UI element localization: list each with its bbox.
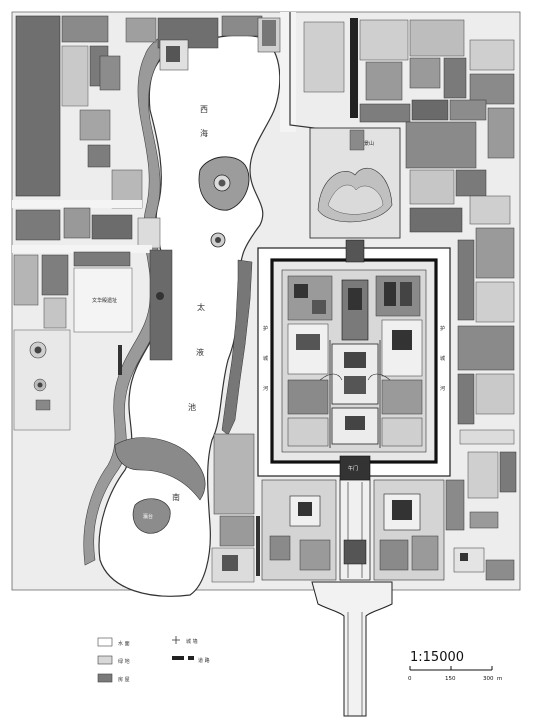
legend-label-building: 房 屋 (118, 676, 130, 683)
moat-label-west-3: 河 (263, 385, 268, 392)
moat-label-west: 护 (263, 325, 268, 332)
scale-ratio: 1:15000 (410, 650, 464, 665)
moat-label-east-3: 河 (440, 385, 445, 392)
lake-southwest-shore (114, 437, 206, 501)
legend-label-green: 绿 地 (118, 658, 130, 665)
scale-tick-300: 300 (483, 676, 494, 682)
lake-label-mid-3: 池 (188, 402, 196, 412)
wumen-label: 午门 (348, 465, 358, 472)
block-label-west: 文华殿遗址 (92, 297, 117, 304)
scale-tick-0: 0 (408, 676, 412, 682)
lake-label-south: 南 (172, 492, 180, 502)
lake-label-north-2: 海 (200, 128, 208, 138)
scale-tick-150: 150 (445, 676, 456, 682)
island-label-south: 瀛台 (143, 513, 153, 520)
building-west-long (15, 15, 61, 197)
legend-label-water: 水 面 (118, 640, 130, 647)
moat-label-east-2: 城 (440, 355, 445, 362)
lake-label-mid-1: 太 (197, 302, 205, 312)
south-axis-avenue (311, 581, 393, 717)
legend: 水 面 绿 地 房 屋 城 墙 道 路 (97, 636, 210, 683)
legend-label-wall: 城 墙 (186, 638, 198, 645)
lake-label-north-1: 西 (200, 105, 208, 114)
moat-label-west-2: 城 (263, 355, 268, 362)
lake-label-mid-2: 液 (196, 347, 204, 357)
scale-unit: m (497, 676, 502, 682)
lake-island-south (132, 498, 171, 534)
scale-bar: 1:15000 0 150 300 m (408, 650, 502, 682)
jingshan-label: 景山 (364, 140, 374, 147)
legend-label-road: 道 路 (198, 657, 210, 664)
wumen-gate (339, 455, 371, 481)
moat-label-east: 护 (440, 325, 445, 332)
